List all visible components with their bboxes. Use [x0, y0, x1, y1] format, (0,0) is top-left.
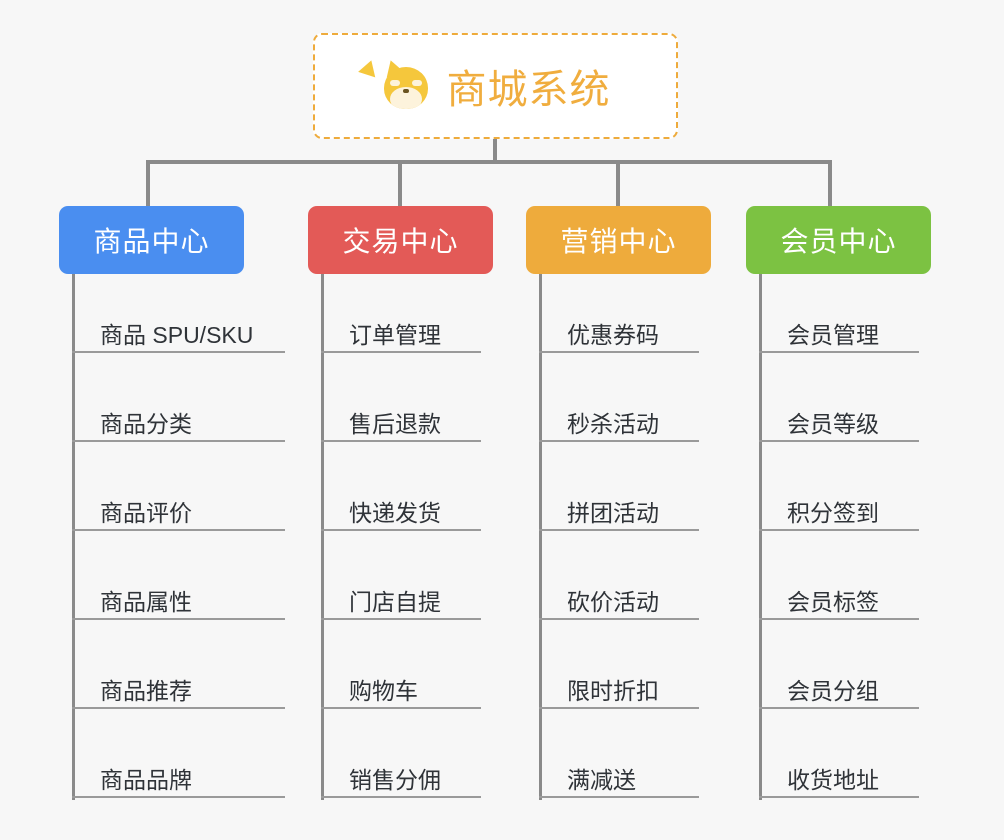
leaf-item[interactable]: 商品分类 — [72, 398, 285, 442]
leaf-item-label: 收货地址 — [787, 766, 879, 793]
leaf-item-label: 满减送 — [567, 766, 636, 793]
leaf-item[interactable]: 砍价活动 — [539, 576, 699, 620]
category-header-label: 商品中心 — [93, 226, 210, 257]
drop-connector-product-center — [146, 160, 150, 206]
leaf-item[interactable]: 秒杀活动 — [539, 398, 699, 442]
leaf-item[interactable]: 满减送 — [539, 754, 699, 798]
leaf-item-label: 订单管理 — [349, 321, 441, 348]
leaf-item-label: 会员管理 — [787, 321, 879, 348]
shiba-dog-icon — [357, 57, 433, 112]
leaf-item[interactable]: 商品属性 — [72, 576, 285, 620]
leaf-item[interactable]: 商品 SPU/SKU — [72, 309, 285, 353]
leaf-item-label: 积分签到 — [787, 499, 879, 526]
leaf-item-label: 商品 SPU/SKU — [100, 321, 254, 348]
horizontal-bus-connector — [148, 160, 832, 164]
drop-connector-trade-center — [398, 160, 402, 206]
drop-connector-member-center — [828, 160, 832, 206]
leaf-item[interactable]: 会员标签 — [759, 576, 919, 620]
column-spine-trade-center — [321, 274, 324, 800]
leaf-item-label: 商品评价 — [100, 499, 192, 526]
root-title: 商城系统 — [446, 68, 611, 112]
leaf-item-label: 会员标签 — [787, 588, 879, 615]
category-header-label: 会员中心 — [780, 226, 897, 257]
leaf-item[interactable]: 限时折扣 — [539, 665, 699, 709]
leaf-item[interactable]: 商品评价 — [72, 487, 285, 531]
leaf-item-label: 商品属性 — [100, 588, 192, 615]
leaf-item-label: 会员分组 — [787, 677, 879, 704]
leaf-item[interactable]: 销售分佣 — [321, 754, 481, 798]
category-header-member-center[interactable]: 会员中心 — [746, 206, 931, 274]
leaf-item[interactable]: 会员等级 — [759, 398, 919, 442]
leaf-item-label: 砍价活动 — [567, 588, 659, 615]
category-header-marketing-center[interactable]: 营销中心 — [526, 206, 711, 274]
leaf-item-label: 购物车 — [349, 677, 418, 704]
leaf-item[interactable]: 商品品牌 — [72, 754, 285, 798]
leaf-item-label: 优惠券码 — [567, 321, 659, 348]
leaf-item-label: 会员等级 — [787, 410, 879, 437]
leaf-item[interactable]: 拼团活动 — [539, 487, 699, 531]
leaf-item-label: 门店自提 — [349, 588, 441, 615]
leaf-item[interactable]: 商品推荐 — [72, 665, 285, 709]
leaf-item[interactable]: 会员管理 — [759, 309, 919, 353]
column-spine-product-center — [72, 274, 75, 800]
column-spine-member-center — [759, 274, 762, 800]
category-header-label: 交易中心 — [342, 226, 459, 257]
leaf-item-label: 销售分佣 — [349, 766, 441, 793]
leaf-item-label: 商品推荐 — [100, 677, 192, 704]
leaf-item-label: 快递发货 — [349, 499, 441, 526]
leaf-item[interactable]: 门店自提 — [321, 576, 481, 620]
leaf-item-label: 限时折扣 — [567, 677, 659, 704]
leaf-item-label: 秒杀活动 — [567, 410, 659, 437]
leaf-item[interactable]: 购物车 — [321, 665, 481, 709]
category-header-label: 营销中心 — [560, 226, 677, 257]
leaf-item-label: 商品品牌 — [100, 766, 192, 793]
root-stem-connector — [493, 139, 497, 164]
root-node-mall-system[interactable]: 商城系统 — [313, 33, 678, 139]
leaf-item[interactable]: 优惠券码 — [539, 309, 699, 353]
leaf-item[interactable]: 收货地址 — [759, 754, 919, 798]
leaf-item[interactable]: 售后退款 — [321, 398, 481, 442]
leaf-item-label: 售后退款 — [349, 410, 441, 437]
category-header-product-center[interactable]: 商品中心 — [59, 206, 244, 274]
leaf-item[interactable]: 订单管理 — [321, 309, 481, 353]
leaf-item-label: 商品分类 — [100, 410, 192, 437]
leaf-item-label: 拼团活动 — [567, 499, 659, 526]
leaf-item[interactable]: 会员分组 — [759, 665, 919, 709]
drop-connector-marketing-center — [616, 160, 620, 206]
leaf-item[interactable]: 积分签到 — [759, 487, 919, 531]
column-spine-marketing-center — [539, 274, 542, 800]
category-header-trade-center[interactable]: 交易中心 — [308, 206, 493, 274]
leaf-item[interactable]: 快递发货 — [321, 487, 481, 531]
